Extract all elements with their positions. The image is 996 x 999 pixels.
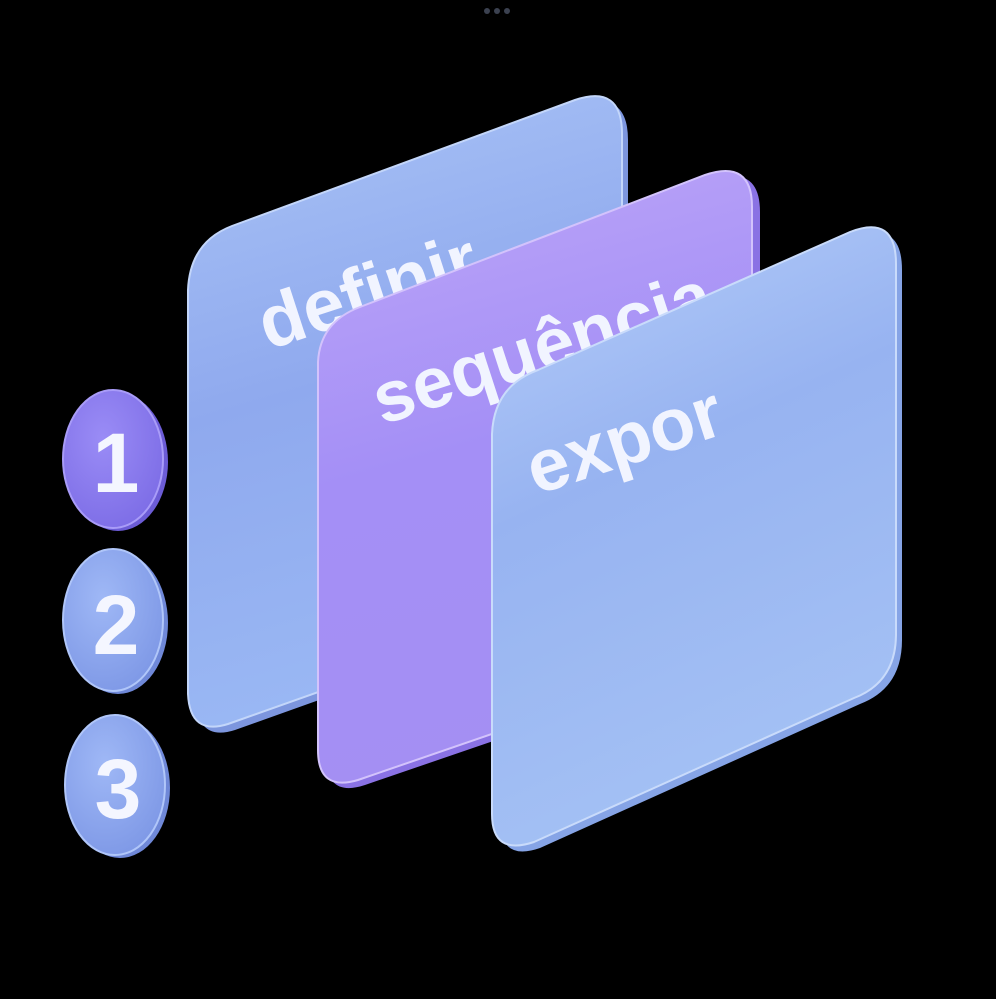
step-badge-1-face [62, 389, 164, 529]
step-badge-1: 1 [62, 389, 168, 531]
step-badge-1-number: 1 [93, 416, 140, 510]
card-expor: expor [491, 226, 902, 852]
dot [494, 8, 500, 14]
dot [484, 8, 490, 14]
step-badge-3-face [64, 714, 166, 856]
card-expor-face [491, 226, 897, 847]
step-badge-3-number: 3 [95, 742, 142, 836]
step-badge-2-number: 2 [93, 578, 140, 672]
step-badge-2: 2 [62, 548, 168, 694]
step-badge-3: 3 [64, 714, 170, 858]
step-badge-2-face [62, 548, 164, 692]
dot [504, 8, 510, 14]
three-dots-icon[interactable] [484, 8, 510, 14]
